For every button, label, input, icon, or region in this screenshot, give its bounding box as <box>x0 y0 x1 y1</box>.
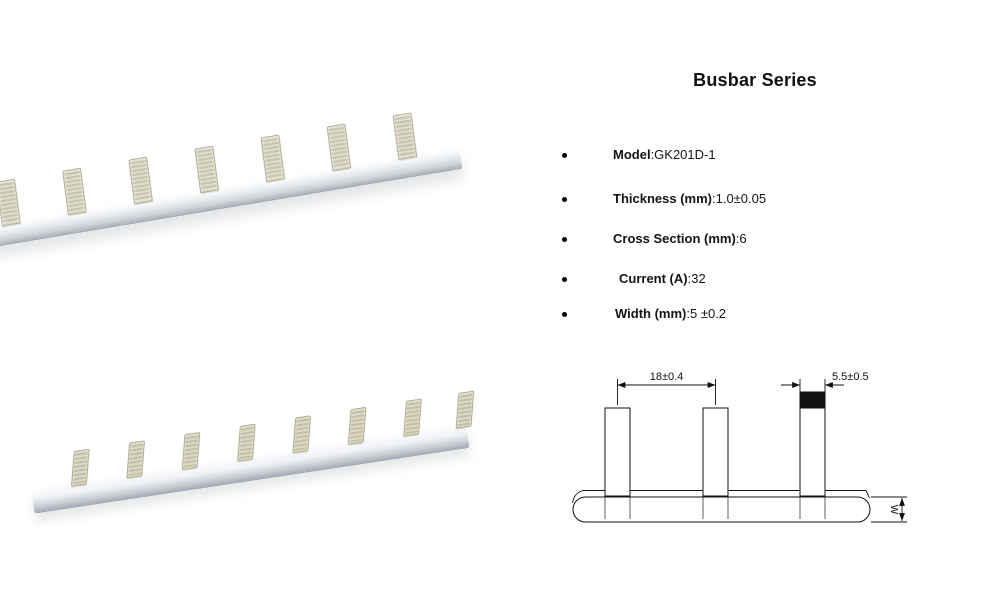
busbar-pin <box>392 112 418 161</box>
spec-item-cross-section: Cross Section (mm):6 <box>555 231 985 247</box>
busbar-pin <box>347 406 367 446</box>
dimension-diagram: 18±0.4 5.5±0.5 W <box>572 371 907 523</box>
busbar-pin <box>181 431 201 471</box>
spec-value: :5 ±0.2 <box>686 306 727 321</box>
spec-label: Model <box>613 147 651 162</box>
busbar-pin <box>128 156 153 205</box>
pin-1 <box>604 407 631 497</box>
busbar-pin <box>71 448 90 487</box>
pin-pass-through-lines <box>604 497 826 519</box>
page-title: Busbar Series <box>693 70 817 90</box>
spec-label: Cross Section (mm) <box>613 231 736 246</box>
spec-value: :GK201D-1 <box>650 147 716 162</box>
width-dimension <box>871 496 907 523</box>
busbar-pin <box>292 415 312 454</box>
bullet-icon <box>562 311 567 317</box>
spec-text: Model:GK201D-1 <box>613 147 716 163</box>
pin-2 <box>702 407 729 497</box>
bullet-icon <box>562 152 567 158</box>
spec-text: Width (mm):5 ±0.2 <box>615 306 726 322</box>
spec-text: Thickness (mm):1.0±0.05 <box>613 191 766 207</box>
busbar-pin <box>455 390 475 429</box>
spec-item-model: Model:GK201D-1 <box>555 147 985 163</box>
bullet-icon <box>562 276 567 282</box>
spec-label: Thickness (mm) <box>613 191 712 206</box>
busbar-pin <box>326 123 352 172</box>
busbar-pin <box>62 167 87 216</box>
spec-item-width: Width (mm):5 ±0.2 <box>555 306 985 322</box>
pin-3-tip <box>799 391 826 409</box>
pin-width-dimension-label: 5.5±0.5 <box>832 371 869 383</box>
spec-value: :6 <box>735 231 747 246</box>
spec-text: Current (A):32 <box>619 271 706 287</box>
busbar-pin <box>0 178 21 227</box>
slab-outline <box>572 496 871 523</box>
pin-3 <box>799 407 826 497</box>
busbar-photo-bottom <box>25 387 475 514</box>
pin-width-dimension <box>781 379 844 392</box>
spec-label: Current (A) <box>619 271 688 286</box>
spec-text: Cross Section (mm):6 <box>613 231 747 247</box>
pitch-dimension-label: 18±0.4 <box>650 371 684 383</box>
spec-value: :1.0±0.05 <box>711 191 767 206</box>
busbar-pin <box>126 440 145 479</box>
spec-label: Width (mm) <box>615 306 687 321</box>
busbar-pin <box>194 145 219 194</box>
busbar-pin <box>403 398 422 437</box>
spec-item-current: Current (A):32 <box>555 271 985 287</box>
spec-item-thickness: Thickness (mm):1.0±0.05 <box>555 191 985 207</box>
pitch-dimension <box>617 379 716 405</box>
bullet-icon <box>562 236 567 242</box>
bullet-icon <box>562 196 567 202</box>
busbar-pin <box>260 134 286 183</box>
spec-value: :32 <box>687 271 706 286</box>
busbar-pin <box>237 423 256 462</box>
width-dimension-label: W <box>888 505 899 515</box>
busbar-photo-top <box>0 104 463 252</box>
